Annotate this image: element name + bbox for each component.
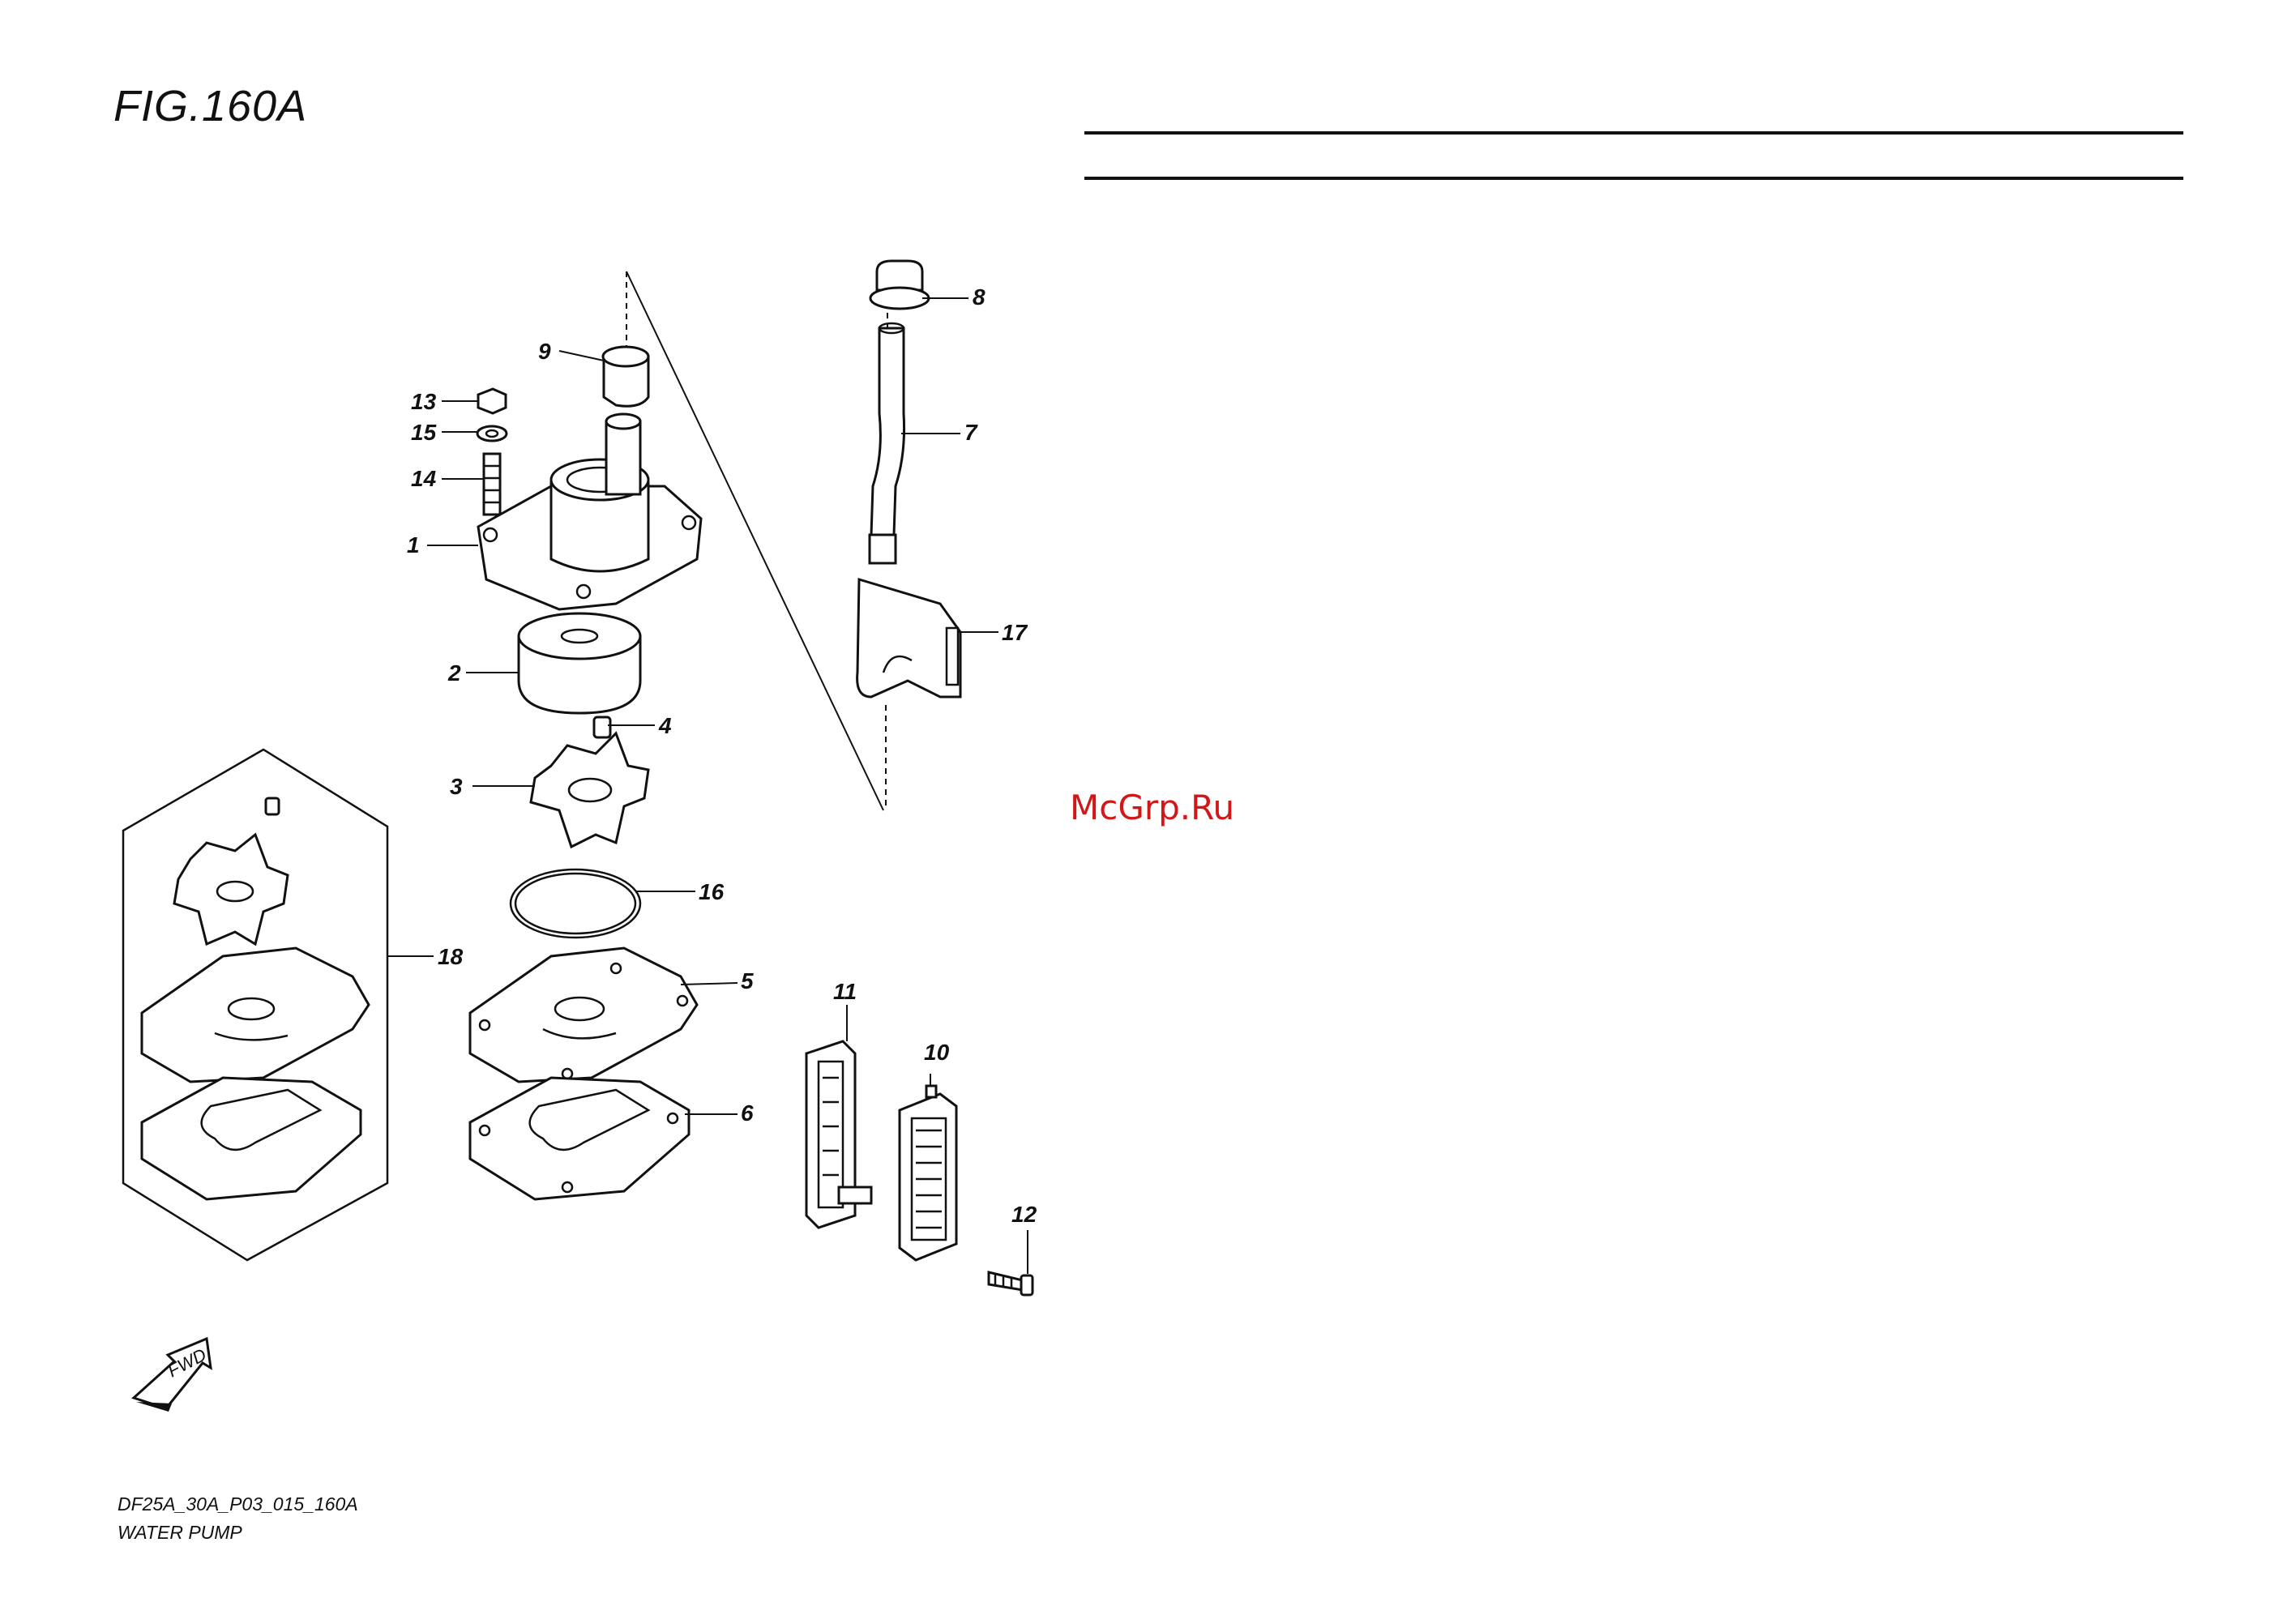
callout-4: 4 xyxy=(658,713,672,738)
part-13-nut xyxy=(478,389,506,413)
part-15-washer xyxy=(477,426,507,441)
callout-3: 3 xyxy=(450,774,463,799)
callout-18: 18 xyxy=(438,944,464,969)
part-1-pump-case xyxy=(478,414,701,609)
part-12-screw xyxy=(989,1272,1033,1295)
part-6-gasket-lower xyxy=(470,1078,689,1199)
part-14-stud xyxy=(484,454,500,515)
callout-10: 10 xyxy=(924,1040,950,1065)
callout-9: 9 xyxy=(538,339,551,364)
callout-16: 16 xyxy=(699,879,725,904)
callout-7: 7 xyxy=(964,420,978,445)
part-3-impeller xyxy=(531,733,648,847)
callout-12: 12 xyxy=(1011,1202,1037,1227)
part-5-gasket-plate xyxy=(470,948,697,1082)
part-18-repair-kit xyxy=(123,750,387,1260)
callout-14: 14 xyxy=(411,466,437,491)
part-17-bracket xyxy=(857,579,960,697)
part-7-water-tube xyxy=(870,323,904,563)
part-10-water-screen xyxy=(900,1086,956,1260)
part-8-cap xyxy=(870,261,929,309)
callout-11: 11 xyxy=(833,979,857,1004)
part-4-key xyxy=(594,717,610,737)
callout-1: 1 xyxy=(407,532,420,558)
fwd-arrow-icon: FWD xyxy=(134,1339,211,1412)
callouts: 1 2 3 4 5 6 7 8 9 10 11 12 13 14 15 16 1… xyxy=(407,284,1037,1227)
callout-5: 5 xyxy=(741,968,754,993)
part-11-screen-holder xyxy=(806,1041,871,1228)
callout-6: 6 xyxy=(741,1100,754,1126)
callout-17: 17 xyxy=(1002,620,1028,645)
callout-15: 15 xyxy=(411,420,437,445)
callout-2: 2 xyxy=(447,660,461,686)
callout-8: 8 xyxy=(973,284,986,310)
callout-13: 13 xyxy=(411,389,437,414)
part-9-grommet xyxy=(603,347,648,406)
part-2-liner xyxy=(519,613,640,713)
part-16-o-ring xyxy=(511,869,640,938)
